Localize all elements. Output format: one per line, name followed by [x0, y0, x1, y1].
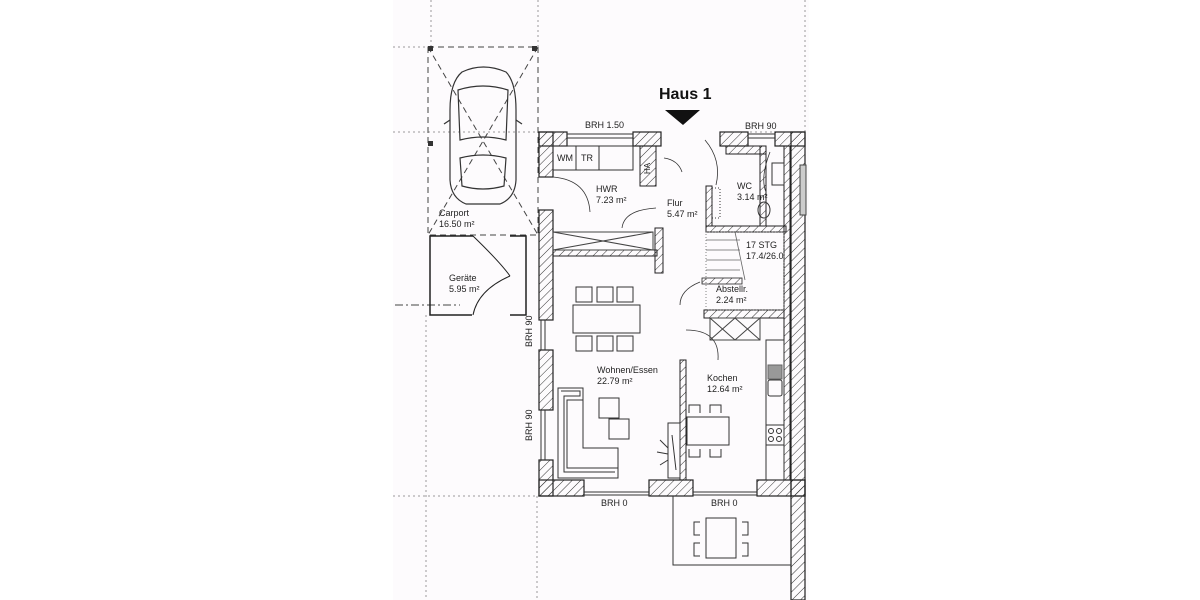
- window-label-bottom-left: BRH 0: [601, 498, 628, 508]
- room-area: 5.95 m²: [449, 284, 480, 294]
- house-title: Haus 1: [659, 86, 712, 103]
- room-abstellr: Abstellr. 2.24 m²: [716, 284, 748, 306]
- window-label-left-lower: BRH 90: [524, 409, 534, 441]
- living-furniture: [557, 387, 681, 479]
- room-name: Flur: [667, 198, 683, 208]
- plan-sheet: [393, 0, 809, 600]
- door-swings: [552, 139, 771, 361]
- interior-walls: [552, 145, 791, 481]
- room-kochen: Kochen 12.64 m²: [707, 373, 743, 395]
- room-area: 17.4/26.0: [746, 251, 784, 261]
- fixture-tr: TR: [581, 153, 593, 163]
- kitchen-counter: [765, 339, 785, 481]
- fixture-wm: WM: [557, 153, 573, 163]
- room-area: 12.64 m²: [707, 384, 743, 394]
- window-label-bottom-right: BRH 0: [711, 498, 738, 508]
- room-stairs: 17 STG 17.4/26.0: [746, 240, 784, 262]
- room-name: HWR: [596, 184, 618, 194]
- room-flur: Flur 5.47 m²: [667, 198, 698, 220]
- room-hwr: HWR 7.23 m²: [596, 184, 627, 206]
- room-name: Wohnen/Essen: [597, 365, 658, 375]
- carport-outline: [427, 46, 539, 236]
- room-area: 3.14 m²: [737, 192, 768, 202]
- room-name: Abstellr.: [716, 284, 749, 294]
- room-carport: Carport 16.50 m²: [439, 208, 475, 230]
- room-area: 7.23 m²: [596, 195, 627, 205]
- room-wc: WC 3.14 m²: [737, 181, 768, 203]
- geraete-shed: [429, 235, 527, 316]
- window-label-top-left: BRH 1.50: [585, 120, 625, 130]
- car-icon: [443, 66, 523, 205]
- room-area: 16.50 m²: [439, 219, 475, 229]
- staircase: [701, 231, 785, 311]
- wc-fixtures: [711, 162, 785, 219]
- room-area: 5.47 m²: [667, 209, 698, 219]
- dining-table: [572, 286, 641, 352]
- exterior-walls: [538, 131, 806, 600]
- room-name: Geräte: [449, 273, 477, 283]
- carport-posts: [428, 46, 537, 146]
- room-name: WC: [737, 181, 752, 191]
- room-name: Carport: [439, 208, 470, 218]
- hwr-appliances: [552, 145, 634, 171]
- fixture-ha: HA: [643, 162, 652, 174]
- terrace: [672, 496, 791, 566]
- window-label-top-right: BRH 90: [745, 121, 777, 131]
- window-label-left-upper: BRH 90: [524, 315, 534, 347]
- room-wohnen-essen: Wohnen/Essen 22.79 m²: [597, 365, 658, 387]
- windows: [540, 133, 775, 496]
- room-area: 2.24 m²: [716, 295, 747, 305]
- room-area: 22.79 m²: [597, 376, 633, 386]
- room-name: Kochen: [707, 373, 738, 383]
- room-name: 17 STG: [746, 240, 778, 250]
- room-geraete: Geräte 5.95 m²: [449, 273, 480, 295]
- kitchen-table: [686, 404, 730, 458]
- entrance-arrow-icon: [665, 110, 700, 125]
